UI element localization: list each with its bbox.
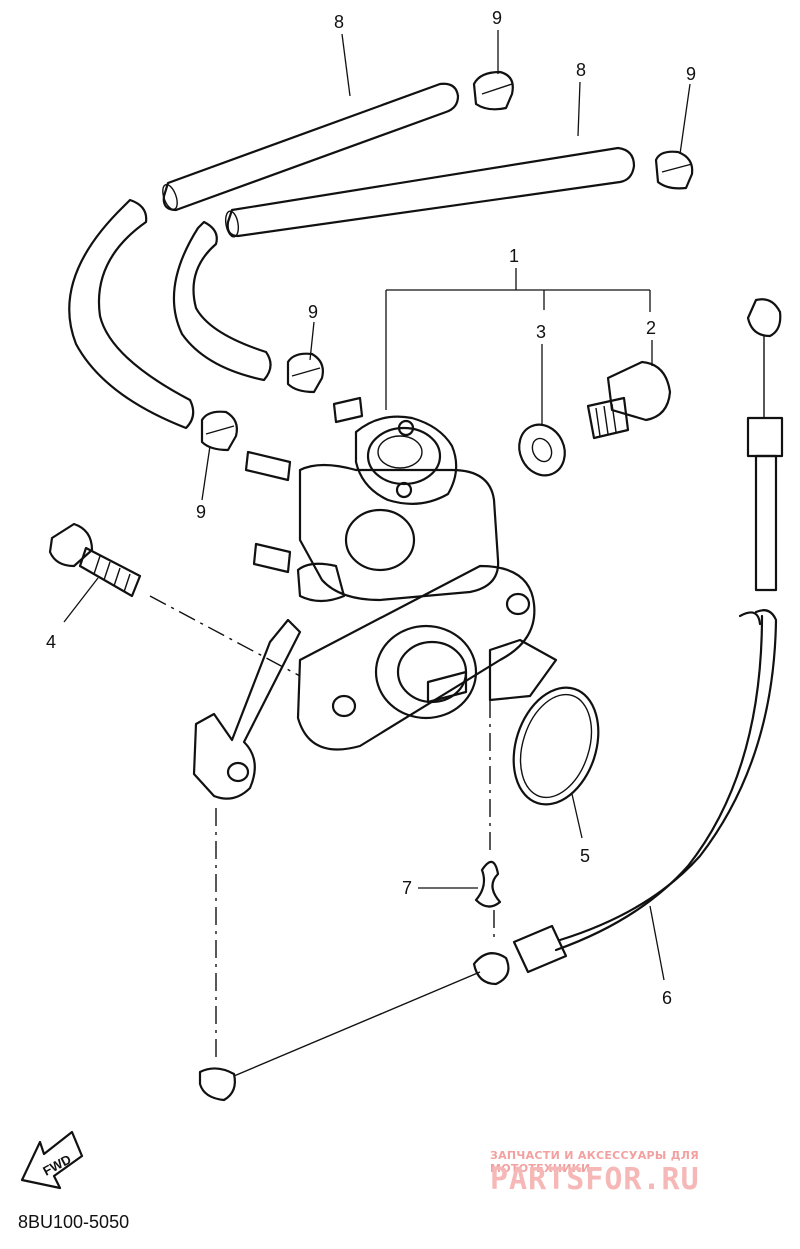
callout-3: 3 <box>536 322 546 342</box>
hose-left-inner <box>172 220 272 382</box>
clip-7 <box>474 860 502 908</box>
leader-6 <box>649 905 665 981</box>
washer-3 <box>518 423 566 477</box>
cable-6 <box>198 298 784 1102</box>
leader-4 <box>63 577 99 623</box>
leader-8b <box>577 81 581 137</box>
bolt-4 <box>48 522 142 598</box>
leader-9d <box>201 445 211 501</box>
clip-9-top <box>472 70 514 111</box>
oil-pump-assembly <box>192 396 558 800</box>
watermark-tagline: ЗАПЧАСТИ И АКСЕССУАРЫ ДЛЯ МОТОТЕХНИКИ <box>490 1149 700 1175</box>
callout-9-lower: 9 <box>196 502 206 522</box>
fwd-arrow-icon: FWD <box>20 1130 84 1190</box>
leader-9b <box>679 83 691 155</box>
clip-9-middle <box>286 352 324 394</box>
leader-9c <box>309 321 315 361</box>
o-ring-5 <box>512 686 600 806</box>
leader-1 <box>385 268 651 410</box>
callout-8-upper: 8 <box>334 12 344 32</box>
hose-8-lower <box>224 146 636 238</box>
watermark-logo: PARTSFOR.RU <box>490 1162 700 1197</box>
assembly-line-bolt-4 <box>149 595 301 677</box>
clip-9-right <box>654 150 694 190</box>
clip-9-lower <box>200 410 238 452</box>
callout-1: 1 <box>509 246 519 266</box>
callout-4: 4 <box>46 632 56 652</box>
hose-left-outer <box>68 198 195 430</box>
bolt-2 <box>586 360 672 440</box>
hose-8-upper <box>162 82 460 212</box>
callout-8-lower: 8 <box>576 60 586 80</box>
diagram-code: 8BU100-5050 <box>18 1212 130 1232</box>
callout-7: 7 <box>402 878 412 898</box>
callout-2: 2 <box>646 318 656 338</box>
callout-6: 6 <box>662 988 672 1008</box>
callout-5: 5 <box>580 846 590 866</box>
leader-5 <box>571 793 583 839</box>
callout-9-middle: 9 <box>308 302 318 322</box>
callout-9-right: 9 <box>686 64 696 84</box>
callout-9-top: 9 <box>492 8 502 28</box>
leader-8a <box>341 33 351 97</box>
